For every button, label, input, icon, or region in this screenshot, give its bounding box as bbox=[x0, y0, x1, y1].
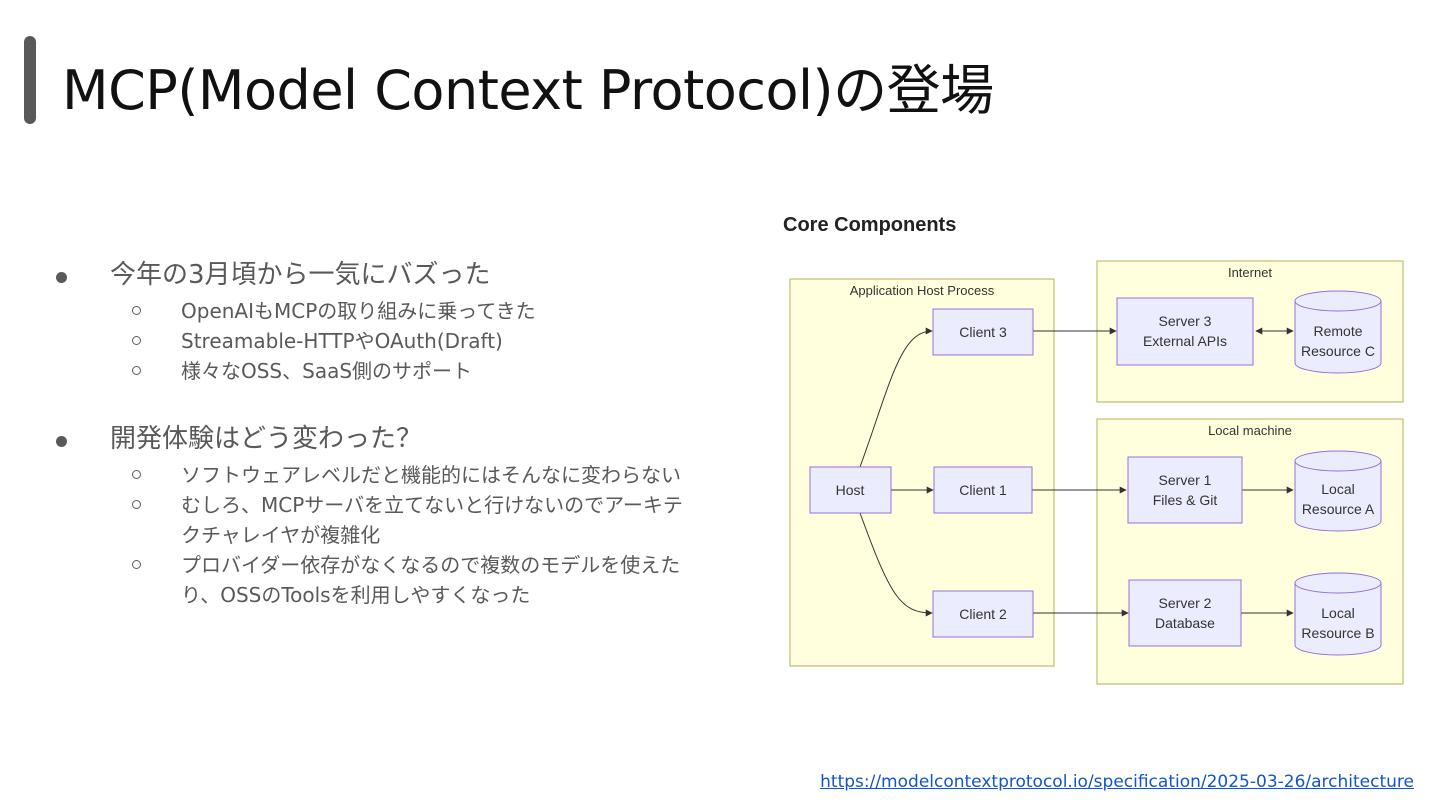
bullet-dot-icon bbox=[56, 436, 67, 447]
edge-host-client3 bbox=[859, 327, 933, 468]
application-host-group-label: Application Host Process bbox=[850, 283, 995, 298]
svg-text:Resource C: Resource C bbox=[1301, 343, 1375, 359]
bullet-text: 開発体験はどう変わった？ bbox=[110, 424, 423, 454]
client1-node: Client 1 bbox=[933, 466, 1033, 514]
svg-text:Files & Git: Files & Git bbox=[1153, 492, 1218, 508]
svg-text:Server 3: Server 3 bbox=[1159, 313, 1212, 329]
diagram-heading: Core Components bbox=[783, 214, 956, 236]
sub-bullet-item: OpenAIもMCPの取り組みに乗ってきた bbox=[56, 296, 746, 326]
sub-bullet-text: 様々なOSS、SaaS側のサポート bbox=[181, 359, 473, 383]
svg-text:Local: Local bbox=[1321, 605, 1354, 621]
bullet-item: 開発体験はどう変わった？ bbox=[56, 422, 746, 456]
svg-text:Remote: Remote bbox=[1313, 323, 1362, 339]
internet-group-label: Internet bbox=[1228, 265, 1272, 280]
local-resource-b-cylinder: Local Resource B bbox=[1294, 572, 1382, 656]
svg-text:Local: Local bbox=[1321, 481, 1354, 497]
sub-bullet-circle-icon bbox=[132, 366, 141, 375]
bullet-dot-icon bbox=[56, 272, 67, 283]
sub-bullet-item: Streamable-HTTPやOAuth(Draft) bbox=[56, 326, 746, 356]
sub-bullet-circle-icon bbox=[132, 560, 141, 569]
sub-bullet-continuation: り、OSSのToolsを利用しやすくなった bbox=[56, 580, 746, 610]
svg-text:External APIs: External APIs bbox=[1143, 333, 1227, 349]
slide-title: MCP(Model Context Protocol)の登場 bbox=[62, 59, 994, 122]
sub-bullet-item: プロバイダー依存がなくなるので複数のモデルを使えた bbox=[56, 550, 746, 580]
sub-bullet-item: ソフトウェアレベルだと機能的にはそんなに変わらない bbox=[56, 460, 746, 490]
host-node: Host bbox=[809, 466, 892, 514]
sub-bullet-circle-icon bbox=[132, 306, 141, 315]
title-accent-bar bbox=[24, 36, 36, 124]
svg-text:Client 3: Client 3 bbox=[959, 324, 1007, 340]
architecture-spec-link[interactable]: https://modelcontextprotocol.io/specific… bbox=[820, 772, 1414, 792]
sub-bullet-item: むしろ、MCPサーバを立てないと行けないのでアーキテ bbox=[56, 490, 746, 520]
local-machine-group-label: Local machine bbox=[1208, 423, 1292, 438]
bullet-text: 今年の3月頃から一気にバズった bbox=[110, 260, 491, 290]
sub-bullet-text: プロバイダー依存がなくなるので複数のモデルを使えた bbox=[181, 553, 681, 577]
svg-text:Server 2: Server 2 bbox=[1159, 595, 1212, 611]
sub-bullet-continuation: クチャレイヤが複雑化 bbox=[56, 520, 746, 550]
sub-bullet-text: ソフトウェアレベルだと機能的にはそんなに変わらない bbox=[181, 463, 681, 487]
sub-bullet-text: Streamable-HTTPやOAuth(Draft) bbox=[181, 329, 503, 353]
sub-bullet-item: 様々なOSS、SaaS側のサポート bbox=[56, 356, 746, 386]
svg-text:Host: Host bbox=[836, 482, 865, 498]
server3-node: Server 3 External APIs bbox=[1116, 297, 1254, 366]
core-components-diagram: Core Components Application Host Process… bbox=[783, 214, 1404, 685]
local-resource-a-cylinder: Local Resource A bbox=[1294, 450, 1382, 532]
sub-bullet-circle-icon bbox=[132, 500, 141, 509]
bullet-item: 今年の3月頃から一気にバズった bbox=[56, 258, 746, 292]
bullet-list: 今年の3月頃から一気にバズった OpenAIもMCPの取り組みに乗ってきた St… bbox=[56, 258, 746, 610]
sub-bullet-text: OpenAIもMCPの取り組みに乗ってきた bbox=[181, 299, 536, 323]
svg-text:Database: Database bbox=[1155, 615, 1215, 631]
svg-text:Client 1: Client 1 bbox=[959, 482, 1007, 498]
client2-node: Client 2 bbox=[932, 590, 1034, 638]
sub-bullet-circle-icon bbox=[132, 470, 141, 479]
client3-node: Client 3 bbox=[932, 308, 1034, 356]
sub-bullet-text: り、OSSのToolsを利用しやすくなった bbox=[181, 583, 531, 607]
svg-text:Client 2: Client 2 bbox=[959, 606, 1007, 622]
svg-text:Server 1: Server 1 bbox=[1159, 472, 1212, 488]
server2-node: Server 2 Database bbox=[1128, 579, 1242, 647]
sub-bullet-text: クチャレイヤが複雑化 bbox=[181, 523, 381, 547]
server1-node: Server 1 Files & Git bbox=[1127, 456, 1243, 524]
svg-text:Resource A: Resource A bbox=[1302, 501, 1375, 517]
edge-host-client2 bbox=[859, 512, 933, 617]
remote-resource-c-cylinder: Remote Resource C bbox=[1294, 290, 1382, 374]
sub-bullet-text: むしろ、MCPサーバを立てないと行けないのでアーキテ bbox=[181, 493, 683, 517]
svg-text:Resource B: Resource B bbox=[1301, 625, 1374, 641]
sub-bullet-circle-icon bbox=[132, 336, 141, 345]
